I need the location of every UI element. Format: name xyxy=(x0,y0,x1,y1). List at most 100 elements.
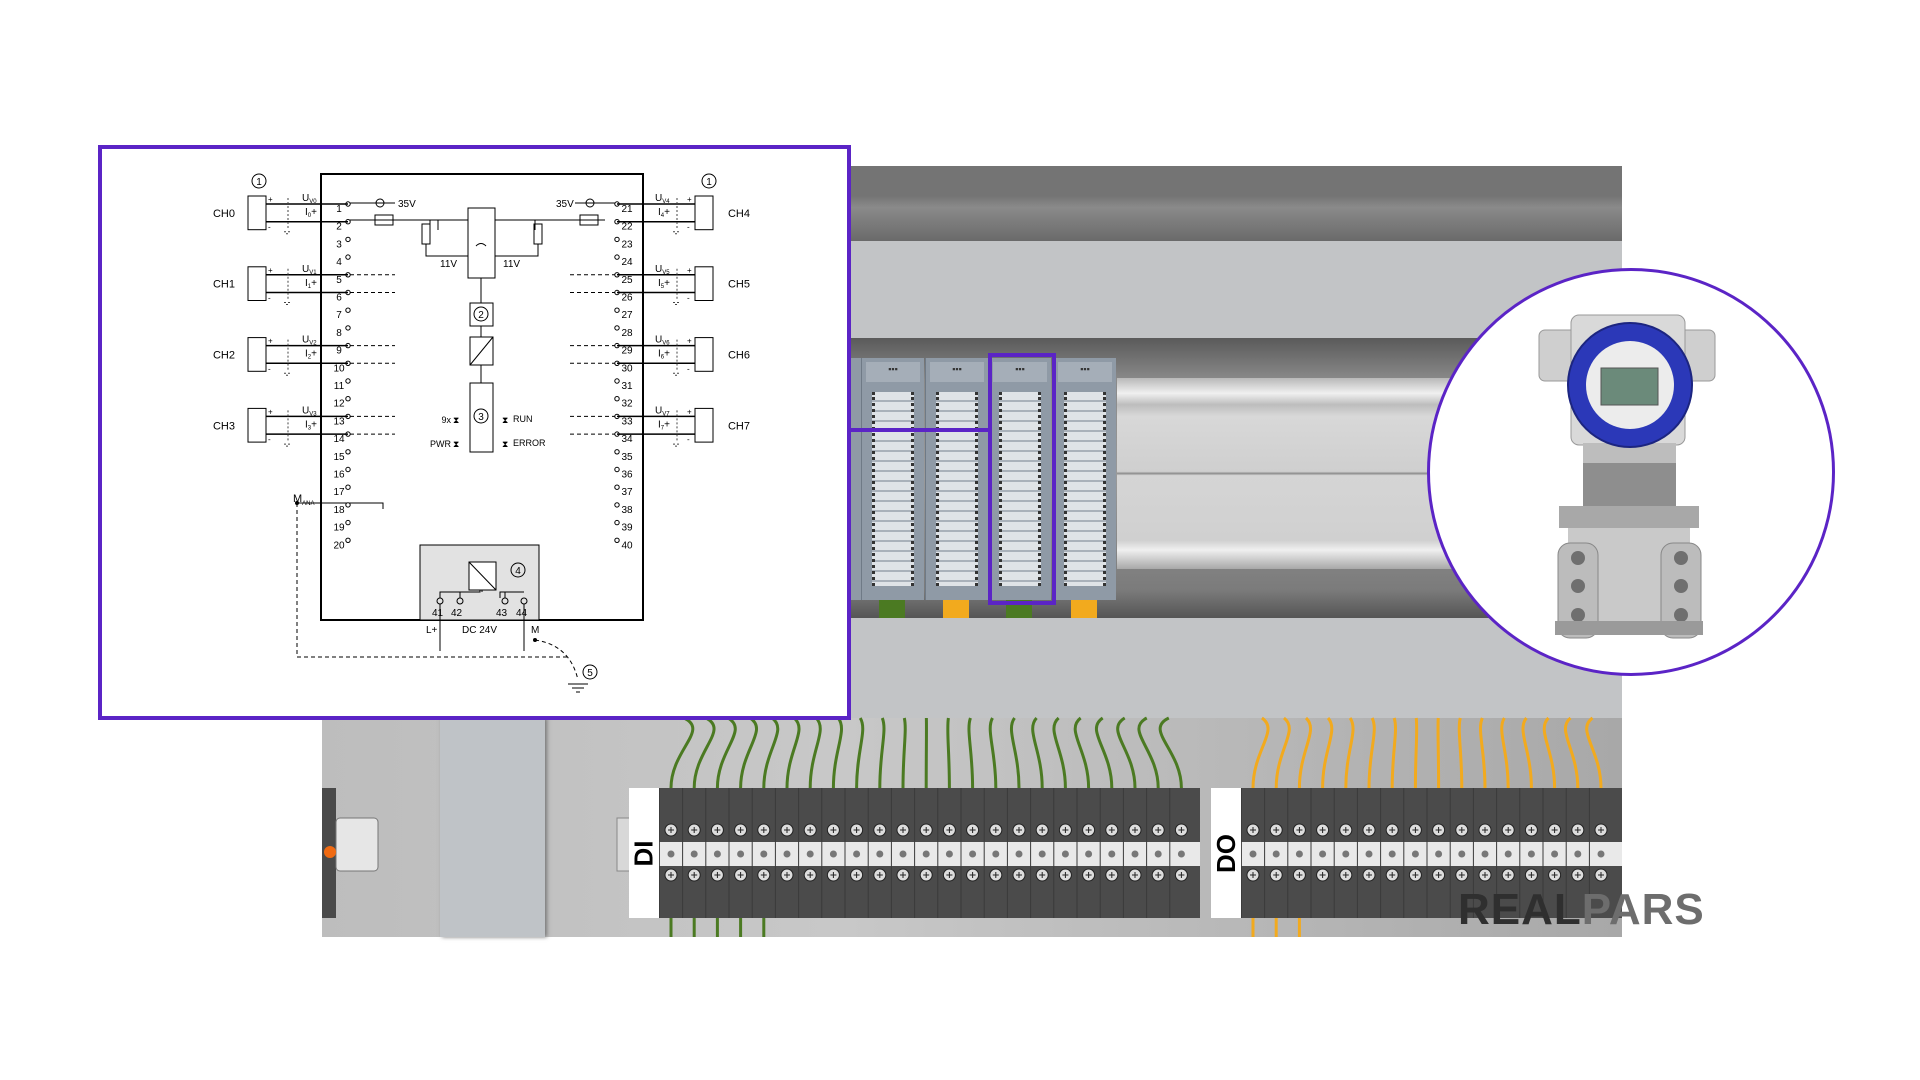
voltage-35v-right: 35V xyxy=(556,199,574,210)
screw-cross-icon xyxy=(900,872,906,878)
wire xyxy=(1274,716,1291,789)
screw-cross-icon xyxy=(737,827,744,833)
terminal-number: 12 xyxy=(333,399,345,410)
lcd-display xyxy=(1600,367,1659,406)
bolts-bottom xyxy=(1555,621,1703,635)
svg-text:⧗: ⧗ xyxy=(502,439,508,449)
terminal-point xyxy=(345,396,351,402)
screw-cross-icon xyxy=(1296,872,1303,878)
screw-cross-icon xyxy=(1366,827,1372,833)
screw-cross-icon xyxy=(876,872,883,878)
screw-cross-icon xyxy=(1132,872,1138,878)
terminal-marker-dot xyxy=(1177,850,1185,858)
logo-text-light: PARS xyxy=(1581,885,1705,934)
front-connector-green xyxy=(879,600,905,618)
screw-cross-icon xyxy=(1574,872,1581,878)
screw-cross-icon xyxy=(1155,872,1162,878)
terminal-number: 24 xyxy=(621,257,633,268)
wire xyxy=(739,716,758,789)
screw-cross-icon xyxy=(1574,827,1581,833)
terminal-marker-dot xyxy=(806,850,814,858)
module-label-strip xyxy=(936,392,978,586)
wire xyxy=(1367,717,1376,789)
terminal-point xyxy=(614,502,620,508)
shield-ground-icon xyxy=(673,268,681,305)
terminal-marker-dot xyxy=(1131,850,1139,858)
terminal-number: 14 xyxy=(333,434,345,445)
screw-cross-icon xyxy=(1319,872,1326,878)
front-connector-yellow xyxy=(943,600,969,618)
terminal-marker-dot xyxy=(1365,850,1373,858)
screw-cross-icon xyxy=(784,872,790,878)
screw-cross-icon xyxy=(876,827,883,833)
terminal-number: 35 xyxy=(621,452,633,463)
terminal-point xyxy=(345,449,351,455)
screw-cross-icon xyxy=(1039,827,1046,833)
screw-cross-icon xyxy=(1085,872,1092,878)
screw-cross-icon xyxy=(1250,872,1256,878)
screw-cross-icon xyxy=(1551,827,1558,833)
sensor-box xyxy=(247,266,267,301)
screw-cross-icon xyxy=(784,827,790,833)
plus-sign: + xyxy=(268,337,273,346)
terminal-number: 18 xyxy=(333,505,345,516)
plc-io-module[interactable]: ▪▪▪ xyxy=(988,358,1051,600)
terminal-marker-dot xyxy=(945,850,953,858)
terminal-number: 17 xyxy=(333,487,345,498)
wire xyxy=(1009,717,1021,789)
terminal-number: 15 xyxy=(333,452,345,463)
analog-input-wiring-diagram: 1 1 35V 35V 11V 11V 2 3 9x PWR RUN ERROR… xyxy=(213,173,750,693)
plc-io-module[interactable]: ▪▪▪ xyxy=(1053,358,1116,600)
wire xyxy=(1479,717,1487,789)
terminal-point xyxy=(614,466,620,473)
m-ana-label: MANA xyxy=(293,493,315,507)
wire xyxy=(785,716,801,789)
module-status-leds: ▪▪▪ xyxy=(1058,362,1112,382)
internal-wiring xyxy=(425,219,539,257)
terminal-marker-dot xyxy=(1038,850,1046,858)
plus-sign: + xyxy=(687,337,692,346)
wire-duct-top xyxy=(849,166,1622,241)
sensor-box xyxy=(694,195,714,231)
terminal-number: 38 xyxy=(621,505,633,516)
led-pwr-label: PWR xyxy=(430,439,451,449)
screw-cross-icon xyxy=(1598,827,1604,833)
current-source-left-icon xyxy=(375,198,385,208)
current-label: I1+ xyxy=(305,278,317,290)
screw-cross-icon xyxy=(1551,872,1558,878)
terminal-marker-dot xyxy=(1342,850,1350,858)
screw-cross-icon xyxy=(1598,872,1604,878)
screw-cross-icon xyxy=(1296,827,1303,833)
screw-cross-icon xyxy=(900,827,906,833)
terminal-number: 19 xyxy=(333,523,345,534)
terminal-number: 4 xyxy=(336,257,342,268)
minus-sign: - xyxy=(687,364,690,373)
resistor-left xyxy=(421,223,431,245)
minus-sign: - xyxy=(268,223,271,232)
terminal-number: 13 xyxy=(333,416,345,427)
current-label: I0+ xyxy=(305,207,317,219)
voltage-label: UV2 xyxy=(302,335,317,347)
terminal-point xyxy=(345,254,351,260)
screw-cross-icon xyxy=(946,872,953,878)
current-label: I4+ xyxy=(658,207,670,219)
wire xyxy=(831,717,843,789)
current-label: I6+ xyxy=(658,349,670,361)
wire xyxy=(808,716,822,789)
ground-icon xyxy=(568,683,588,693)
plc-io-module[interactable]: ▪▪▪ xyxy=(861,358,924,600)
wire xyxy=(1073,716,1091,789)
terminal-number: 30 xyxy=(621,363,633,374)
screw-cross-icon xyxy=(1108,827,1115,833)
module-status-leds: ▪▪▪ xyxy=(993,362,1047,382)
din-rail xyxy=(1117,378,1457,569)
power-terminal-43: 43 xyxy=(496,608,508,619)
minus-sign: - xyxy=(687,294,690,303)
module-label-strip xyxy=(1064,392,1106,586)
screw-cross-icon xyxy=(1016,872,1022,878)
m-ana-wire xyxy=(297,502,384,509)
terminal-point xyxy=(614,236,620,243)
wire xyxy=(669,716,695,789)
plc-io-module[interactable]: ▪▪▪ xyxy=(925,358,988,600)
